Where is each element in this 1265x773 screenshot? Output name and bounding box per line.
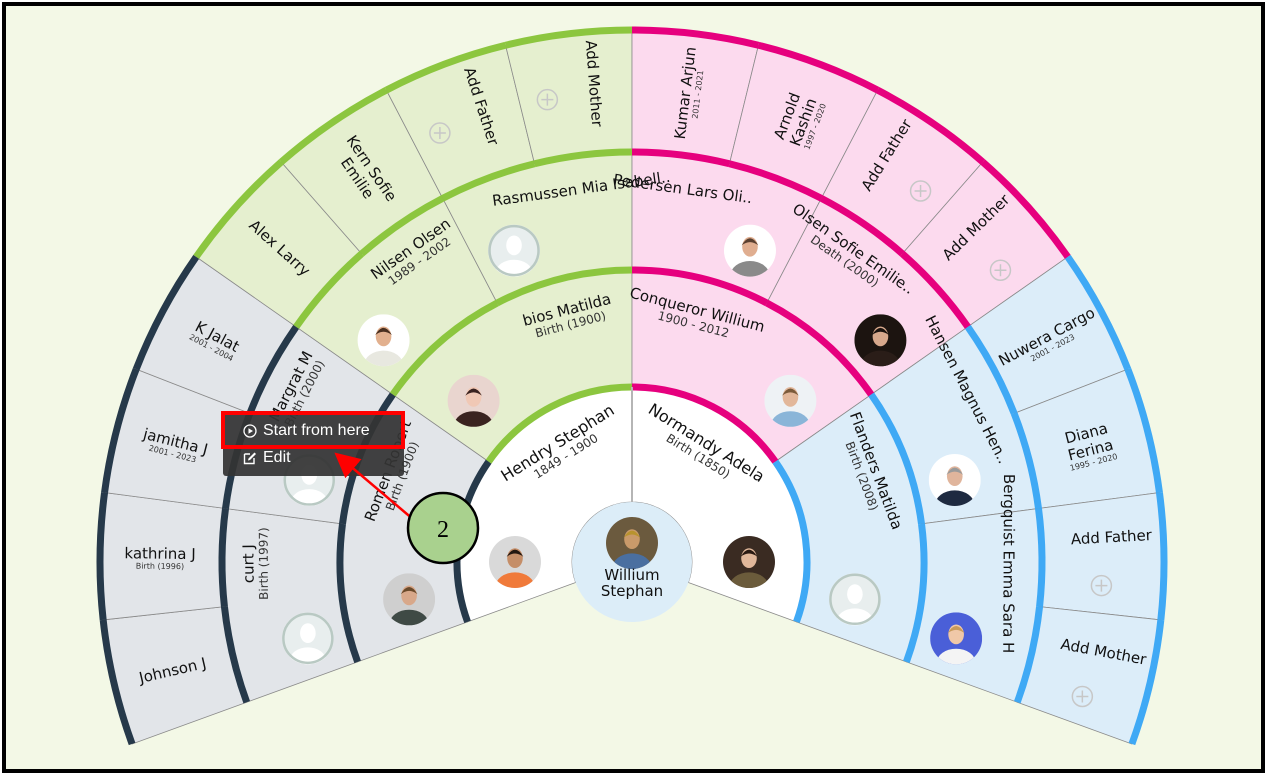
lineage-border	[964, 324, 1018, 415]
person-sector[interactable]	[1038, 492, 1165, 621]
person-photo[interactable]	[723, 536, 775, 601]
root-name-line2: Stephan	[601, 582, 663, 600]
lineage-border	[903, 523, 928, 664]
lineage-border	[819, 195, 905, 257]
lineage-border	[504, 26, 633, 49]
lineage-border	[728, 160, 823, 202]
menu-item-label: Start from here	[263, 422, 370, 439]
lineage-border	[1010, 412, 1042, 509]
lineage-border	[99, 619, 136, 746]
lineage-border	[246, 324, 300, 415]
lineage-border	[868, 392, 925, 525]
person-name: Add Father	[1070, 526, 1153, 548]
add-plus-icon[interactable]	[1071, 685, 1094, 708]
add-plus-icon[interactable]	[429, 122, 451, 144]
lineage-border	[876, 87, 986, 165]
avatar-placeholder-icon[interactable]	[828, 573, 881, 634]
lineage-border	[1013, 606, 1044, 704]
lineage-border	[336, 523, 361, 664]
lineage-border	[772, 459, 811, 624]
menu-item-start-from-here[interactable]: Start from here	[243, 422, 370, 440]
lineage-border	[495, 266, 633, 307]
avatar-placeholder-icon[interactable]	[488, 224, 541, 286]
person-name: Bergquist Emma Sara H	[999, 474, 1018, 653]
lineage-border	[631, 383, 779, 464]
menu-item-edit[interactable]: Edit	[243, 449, 291, 467]
lineage-border	[278, 87, 388, 165]
lineage-border	[631, 266, 769, 307]
lineage-border	[132, 254, 200, 371]
lineage-border	[900, 251, 971, 329]
edit-icon	[243, 452, 256, 465]
add-plus-icon[interactable]	[536, 88, 559, 111]
lineage-border	[220, 606, 251, 704]
add-plus-icon[interactable]	[909, 180, 932, 202]
play-circle-icon	[243, 424, 257, 438]
avatar-placeholder-icon[interactable]	[281, 612, 334, 673]
person-sector[interactable]	[905, 508, 1043, 703]
add-plus-icon[interactable]	[989, 259, 1012, 281]
person-photo[interactable]	[723, 224, 776, 290]
lineage-border	[389, 299, 499, 397]
person-photo[interactable]	[489, 536, 541, 601]
lineage-border	[485, 383, 633, 464]
lineage-border	[1035, 508, 1046, 608]
lineage-border	[980, 159, 1071, 259]
lineage-border	[1128, 619, 1165, 746]
lineage-border	[1155, 492, 1168, 621]
lineage-border	[533, 148, 633, 168]
lineage-border	[218, 508, 229, 608]
lineage-border	[96, 492, 109, 621]
lineage-border	[757, 41, 880, 94]
person-dates: Birth (1996)	[136, 562, 184, 572]
person-label: Add Father	[1070, 526, 1153, 548]
person-photo[interactable]	[383, 573, 436, 638]
add-plus-icon[interactable]	[1090, 574, 1113, 597]
lineage-border	[193, 159, 284, 259]
person-photo[interactable]	[854, 314, 907, 379]
lineage-border	[441, 160, 536, 202]
person-photo[interactable]	[930, 612, 983, 677]
person-sector[interactable]	[221, 508, 359, 703]
lineage-border	[1124, 367, 1163, 494]
person-photo[interactable]	[606, 517, 658, 582]
person-name: kathrina J	[124, 544, 195, 563]
lineage-border	[384, 41, 507, 94]
person-photo[interactable]	[357, 314, 410, 379]
person-name: curt J	[239, 544, 257, 583]
lineage-border	[101, 367, 140, 494]
lineage-border	[1064, 254, 1132, 371]
menu-item-label: Edit	[263, 449, 291, 466]
person-photo[interactable]	[447, 374, 500, 440]
context-menu: Start from here Edit	[223, 413, 404, 476]
lineage-border	[765, 299, 875, 397]
lineage-border	[631, 148, 731, 168]
person-dates: Birth (1997)	[257, 527, 271, 600]
lineage-border	[631, 26, 760, 49]
lineage-border	[359, 195, 445, 257]
person-photo[interactable]	[928, 454, 981, 519]
highlight-box	[221, 411, 405, 449]
root-name-line1: Willium	[604, 566, 659, 584]
person-label: Bergquist Emma Sara H	[999, 474, 1018, 653]
person-photo[interactable]	[764, 374, 817, 440]
lineage-border	[293, 251, 364, 329]
